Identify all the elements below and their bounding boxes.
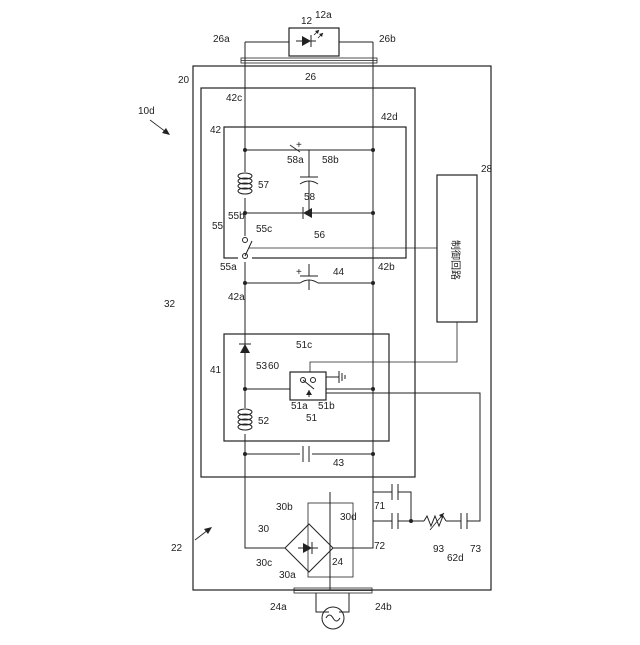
label-26: 26 <box>305 72 317 83</box>
label-plus-58: + <box>296 140 302 151</box>
led-icon <box>296 30 323 47</box>
label-30b: 30b <box>276 502 293 513</box>
label-71: 71 <box>374 501 386 512</box>
label-20: 20 <box>178 75 190 86</box>
label-56: 56 <box>314 230 326 241</box>
capacitor-44 <box>300 264 318 290</box>
label-51: 51 <box>306 413 318 424</box>
label-57: 57 <box>258 180 270 191</box>
label-30: 30 <box>258 524 270 535</box>
label-12: 12 <box>301 16 313 27</box>
label-60: 60 <box>268 361 280 372</box>
label-43: 43 <box>333 458 345 469</box>
label-41: 41 <box>210 365 222 376</box>
control-circuit-label: 制御回路 <box>449 240 462 280</box>
label-26b: 26b <box>379 34 396 45</box>
label-30c: 30c <box>256 558 272 569</box>
capacitor-72 <box>392 513 398 529</box>
label-62d: 62d <box>447 553 464 564</box>
label-32: 32 <box>164 299 176 310</box>
label-44: 44 <box>333 267 345 278</box>
label-28: 28 <box>481 164 493 175</box>
ground-icon <box>326 371 345 383</box>
led-module-12 <box>289 28 339 56</box>
label-58: 58 <box>304 192 316 203</box>
capacitor-71 <box>392 484 398 500</box>
label-42: 42 <box>210 125 222 136</box>
label-51a: 51a <box>291 401 308 412</box>
label-58a: 58a <box>287 155 304 166</box>
label-55a: 55a <box>220 262 237 273</box>
label-72: 72 <box>374 541 386 552</box>
label-53: 53 <box>256 361 268 372</box>
label-24: 24 <box>332 557 344 568</box>
diode-53 <box>238 340 252 356</box>
capacitor-73 <box>461 513 467 529</box>
diode-56 <box>303 207 312 219</box>
label-51c: 51c <box>296 340 312 351</box>
label-52: 52 <box>258 416 270 427</box>
label-30d: 30d <box>340 512 357 523</box>
label-51b: 51b <box>318 401 335 412</box>
inductor-57 <box>236 172 254 198</box>
label-58b: 58b <box>322 155 339 166</box>
label-30a: 30a <box>279 570 296 581</box>
label-plus-44: + <box>296 267 302 278</box>
label-73: 73 <box>470 544 482 555</box>
label-10d: 10d <box>138 106 155 117</box>
label-55c: 55c <box>256 224 272 235</box>
label-12a: 12a <box>315 10 332 21</box>
switch-51 <box>290 372 326 400</box>
label-93: 93 <box>433 544 445 555</box>
label-24b: 24b <box>375 602 392 613</box>
label-24a: 24a <box>270 602 287 613</box>
label-55b: 55b <box>228 211 245 222</box>
label-42b: 42b <box>378 262 395 273</box>
ac-source-icon <box>322 607 344 629</box>
label-26a: 26a <box>213 34 230 45</box>
label-42a: 42a <box>228 292 245 303</box>
label-22: 22 <box>171 543 183 554</box>
label-55: 55 <box>212 221 224 232</box>
capacitor-43 <box>300 446 312 462</box>
label-42d: 42d <box>381 112 398 123</box>
label-42c: 42c <box>226 93 242 104</box>
inductor-52 <box>236 408 254 434</box>
